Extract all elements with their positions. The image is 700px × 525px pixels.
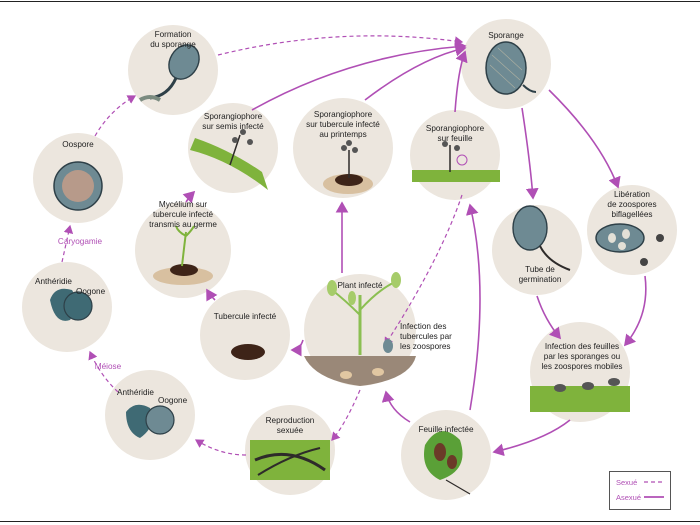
- label-caryogamie: Caryogamie: [57, 237, 103, 246]
- arrow-liberation-infection: [623, 275, 647, 347]
- label-feuille-infectee: Feuille infectée: [418, 425, 474, 434]
- antheridie-oogone-1-illustration: [50, 288, 93, 321]
- arrow-printemps-sporange: [364, 43, 467, 101]
- label-antheridie-1: Anthéridie: [35, 277, 72, 286]
- feuille-infectee-illustration: [424, 431, 471, 495]
- arrow-plant-tubercule: [290, 339, 304, 357]
- reproduction-illustration: [250, 440, 330, 480]
- label-infection-feuilles: Infection des feuilles par les sporanges…: [541, 342, 623, 371]
- label-meiose: Méiose: [94, 362, 122, 371]
- label-oospore: Oospore: [62, 140, 94, 149]
- label-plant: Plant infecté: [337, 281, 383, 290]
- label-printemps: Sporangiophore sur tubercule infecté au …: [306, 110, 380, 139]
- arrow-feuille-sporange: [454, 50, 468, 113]
- arrow-caryogamie: [61, 224, 74, 263]
- arrow-feuille-plant: [381, 390, 411, 423]
- arrow-tube-infection: [536, 295, 562, 340]
- label-antheridie-2: Anthéridie: [117, 388, 154, 397]
- label-reproduction: Reproduction sexuée: [265, 416, 315, 435]
- arrow-feuille-up: [465, 203, 481, 411]
- label-tubercule: Tubercule infecté: [213, 312, 277, 321]
- arrow-sporange-tube: [521, 107, 539, 200]
- label-feuille: Sporangiophore sur feuille: [425, 124, 485, 143]
- bottom-rule: [0, 521, 700, 522]
- arrow-meiose: [88, 350, 119, 393]
- label-mycelium: Mycélium sur tubercule infecté transmis …: [149, 200, 217, 229]
- arrow-mycelium-semis: [182, 190, 196, 204]
- label-formation: Formation du sporange: [150, 30, 196, 49]
- label-infection-tubercules: Infection des tubercules par les zoospor…: [400, 322, 452, 351]
- plant-illustration: [304, 272, 416, 386]
- label-tube: Tube de germination: [518, 265, 562, 284]
- formation-illustration: [138, 44, 200, 102]
- arrow-reproduction-antheridie: [194, 439, 247, 456]
- liberation-illustration: [595, 223, 664, 266]
- label-oogone-2: Oogone: [158, 396, 188, 405]
- circle-tubercule: [200, 290, 290, 380]
- legend: Sexué Asexué: [609, 471, 671, 510]
- arrow-oospore-formation: [94, 95, 137, 137]
- arrow-feuille-zoospores: [384, 194, 463, 347]
- tubercule-illustration: [231, 344, 265, 360]
- arrow-infection-feuille: [492, 419, 571, 457]
- arrow-semis-sporange: [251, 40, 467, 111]
- printemps-illustration: [323, 140, 373, 194]
- sporange-illustration: [485, 41, 537, 95]
- legend-sexue-label: Sexué: [616, 478, 638, 487]
- infection-feuilles-illustration: [530, 378, 630, 412]
- antheridie-oogone-2-illustration: [126, 404, 175, 438]
- legend-asexue-label: Asexué: [616, 493, 642, 502]
- arrow-formation-sporange: [217, 35, 464, 56]
- mycelium-illustration: [153, 225, 213, 285]
- tube-illustration: [512, 205, 571, 271]
- arrow-tubercule-mycelium: [206, 288, 218, 302]
- arrow-sporange-liberation: [548, 89, 621, 189]
- top-rule: [0, 1, 700, 2]
- arrow-plant-reproduction: [331, 389, 361, 441]
- feuille-illustration: [412, 141, 500, 182]
- legend-lines: [644, 481, 664, 498]
- semis-illustration: [190, 129, 268, 190]
- label-liberation: Libération de zoospores biflagellées: [607, 190, 657, 219]
- oospore-illustration: [53, 161, 103, 211]
- label-semis: Sporangiophore sur semis infecté: [202, 112, 264, 131]
- label-oogone-1: Oogone: [76, 287, 106, 296]
- label-sporange: Sporange: [488, 31, 524, 40]
